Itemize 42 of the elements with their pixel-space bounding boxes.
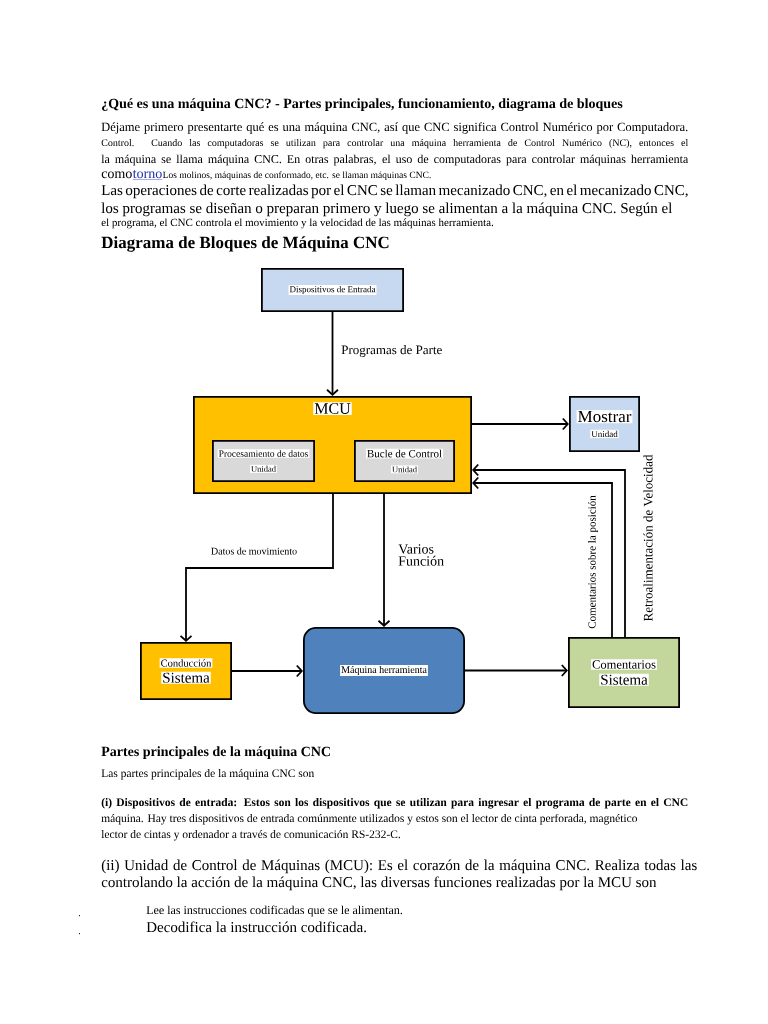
paragraph-line: Los molinos, máquinas de conformado, etc. se llaman máquinas CNC. — [162, 171, 431, 180]
paragraph-line: el programa, el CNC controla el movimiento y la velocidad de las máquinas herramienta. — [101, 218, 494, 229]
arrow — [464, 664, 568, 677]
edge-label: Datos de movimiento — [209, 546, 299, 556]
section-heading: Diagrama de Bloques de Máquina CNC — [101, 236, 389, 252]
machine-tool-box: Máquina herramienta — [303, 627, 465, 714]
section-heading: Partes principales de la máquina CNC — [101, 746, 330, 759]
arrow — [472, 463, 626, 638]
feedback-box: Comentarios Sistema — [568, 637, 680, 708]
unit-box: Procesamiento de datos Unidad — [212, 440, 315, 482]
list-item: Lee las instrucciones codificadas que se le alimentan. — [146, 905, 402, 917]
paragraph-line: Control. Cuando las computadoras se utilizan para controlar una máquina herramienta de Control Numérico (NC), entonces el — [101, 139, 689, 149]
edge-label: Programas de Parte — [340, 344, 444, 358]
arrow — [472, 476, 613, 638]
page-title: ¿Qué es una máquina CNC? - Partes principales, funcionamiento, diagrama de bloques — [102, 98, 623, 112]
paragraph-line: los programas se diseñan o preparan primero y luego se alimentan a la máquina CNC. Según el — [101, 202, 673, 217]
link: torno — [132, 170, 163, 180]
arrow — [179, 493, 334, 642]
input-box: Dispositivos de Entrada — [261, 268, 404, 312]
paragraph-line: Déjame primero presentarte qué es una máquina CNC, así que CNC significa Control Numérico por Computadora. — [101, 122, 688, 134]
display-box: Mostrar Unidad — [569, 396, 640, 452]
paragraph-line: Las operaciones de corte realizadas por el CNC se llaman mecanizado CNC, en el mecanizado CNC, — [101, 184, 688, 199]
paragraph-line: (ii) Unidad de Control de Máquinas (MCU): Es el corazón de la máquina CNC. Realiza todas las — [101, 859, 697, 874]
paragraph-line: máquina. Hay tres dispositivos de entrada comúnmente utilizados y estos son el lector de cinta perforada, magnético — [101, 813, 637, 825]
list-item: Decodifica la instrucción codificada. — [146, 921, 366, 933]
arrow — [471, 417, 569, 431]
paragraph-line: la máquina se llama máquina CNC. En otras palabras, el uso de computadoras para controlar máquinas herramienta — [101, 154, 689, 166]
arrow — [326, 311, 339, 396]
paragraph-line: Las partes principales de la máquina CNC son — [101, 769, 315, 780]
edge-label: Retroalimentación de Velocidad — [642, 453, 654, 623]
bullet-dot: . — [78, 933, 81, 935]
paragraph-line: (i) Dispositivos de entrada: Estos son los dispositivos que se utilizan para ingresar el programa de parte en el CNC — [101, 798, 688, 809]
arrow — [377, 493, 391, 627]
arrow — [231, 664, 303, 678]
edge-label: Comentarios sobre la posición — [587, 494, 599, 630]
bullet-dot: . — [78, 915, 81, 917]
drive-box: Conducción Sistema — [140, 642, 232, 700]
edge-label: Varios Función — [397, 543, 452, 567]
paragraph-line: como — [101, 171, 132, 179]
unit-box: Bucle de Control Unidad — [354, 440, 455, 482]
paragraph-line: controlando la acción de la máquina CNC, las diversas funciones realizadas por la MCU son — [101, 876, 657, 891]
paragraph-line: lector de cintas y ordenador a través de comunicación RS-232-C. — [101, 830, 400, 841]
